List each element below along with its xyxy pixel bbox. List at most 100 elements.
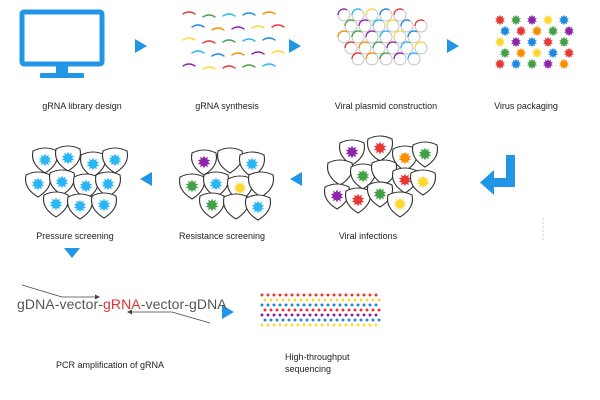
cell xyxy=(222,193,250,220)
cell-membrane xyxy=(216,147,244,174)
virus-particle xyxy=(73,199,87,213)
virus-particle xyxy=(495,14,505,26)
plasmid-insert xyxy=(379,30,390,38)
sequencing-dot xyxy=(329,318,333,322)
virus-particle xyxy=(185,179,199,193)
grna-fragment xyxy=(202,14,216,18)
cell xyxy=(54,145,82,172)
cell xyxy=(247,171,275,198)
sequencing-dot xyxy=(326,323,330,327)
sequencing-dot xyxy=(293,298,297,302)
sequencing-dot xyxy=(317,308,321,312)
sequencing-dot xyxy=(290,313,294,317)
sequencing-dot xyxy=(278,313,282,317)
grna-fragment xyxy=(191,24,205,28)
virus-particle xyxy=(559,58,569,70)
sequencing-dot xyxy=(302,313,306,317)
cell xyxy=(94,171,122,198)
grna-fragment xyxy=(271,24,285,28)
sequencing-dot xyxy=(335,298,339,302)
cell xyxy=(198,192,226,219)
sequencing-dot xyxy=(281,318,285,322)
sequencing-dot xyxy=(266,293,270,297)
sequencing-dot xyxy=(314,323,318,327)
sequencing-dot xyxy=(350,323,354,327)
sequencing-dot xyxy=(353,298,357,302)
cell-membrane xyxy=(222,193,250,220)
sequencing-dot xyxy=(371,298,375,302)
plasmid-insert xyxy=(365,52,376,60)
sequencing-dot xyxy=(299,308,303,312)
sequencing-dot xyxy=(377,298,381,302)
grna-fragment xyxy=(202,66,216,70)
sequencing-dot xyxy=(329,298,333,302)
grna-fragment xyxy=(182,37,196,41)
sequencing-dot xyxy=(362,293,366,297)
sequencing-dot xyxy=(272,323,276,327)
virus-particle xyxy=(398,151,412,165)
sequencing-dot xyxy=(317,298,321,302)
virus-particle xyxy=(79,179,93,193)
sequencing-dot xyxy=(374,313,378,317)
step-label-plasmid: Viral plasmid construction xyxy=(334,101,438,111)
plasmid-insert xyxy=(358,19,369,27)
sequencing-dot xyxy=(308,303,312,307)
sequencing-dot xyxy=(347,298,351,302)
sequencing-dot xyxy=(299,318,303,322)
sequencing-dot xyxy=(296,313,300,317)
sequencing-dot xyxy=(317,318,321,322)
sequencing-dot xyxy=(374,303,378,307)
plasmid-rings xyxy=(337,8,428,66)
arrow-down-icon xyxy=(64,248,80,258)
cell xyxy=(24,171,52,198)
plasmid-insert xyxy=(393,8,404,16)
grna-fragment xyxy=(211,53,225,57)
sequencing-dot xyxy=(368,303,372,307)
virus-particle xyxy=(38,153,52,167)
virus-particle xyxy=(495,58,505,70)
virus-particle xyxy=(55,175,69,189)
sequence-right: -vector-gDNA xyxy=(140,296,227,312)
sequencing-dot xyxy=(263,298,267,302)
virus-particle xyxy=(205,198,219,212)
sequencing-dot xyxy=(356,323,360,327)
virus-particle xyxy=(527,36,537,48)
virus-particle xyxy=(209,177,223,191)
virus-particle xyxy=(245,157,259,171)
virus-particle xyxy=(108,153,122,167)
cell xyxy=(366,135,394,162)
grna-fragments xyxy=(182,11,285,70)
plasmid-insert xyxy=(393,52,404,60)
sequencing-dot xyxy=(368,323,372,327)
cell xyxy=(323,183,351,210)
sequencing-dot xyxy=(320,313,324,317)
sequencing-dot xyxy=(275,318,279,322)
sequencing-dot xyxy=(362,313,366,317)
sequencing-dot xyxy=(374,293,378,297)
plasmid-insert xyxy=(386,41,397,49)
plasmid-insert xyxy=(372,19,383,27)
arrow-right-icon xyxy=(222,305,234,319)
cell xyxy=(344,187,372,214)
sequencing-dot xyxy=(272,303,276,307)
virus-particle xyxy=(373,187,387,201)
virus-particle xyxy=(197,155,211,169)
elbow-arrow-icon xyxy=(480,155,515,195)
sequencing-dot xyxy=(350,293,354,297)
virus-particle xyxy=(543,58,553,70)
virus-particle xyxy=(543,14,553,26)
sequencing-dot xyxy=(260,313,264,317)
cell xyxy=(326,159,354,186)
infected-cells xyxy=(323,135,439,218)
virus-particle xyxy=(511,36,521,48)
sequencing-dot xyxy=(260,323,264,327)
sequencing-dot xyxy=(272,293,276,297)
cell xyxy=(386,191,414,218)
virus-particle xyxy=(564,47,574,59)
virus-particle xyxy=(511,58,521,70)
virus-particle xyxy=(495,36,505,48)
sequencing-dot xyxy=(287,318,291,322)
sequencing-dot xyxy=(329,308,333,312)
sequencing-dot xyxy=(263,308,267,312)
sequencing-dot xyxy=(326,313,330,317)
